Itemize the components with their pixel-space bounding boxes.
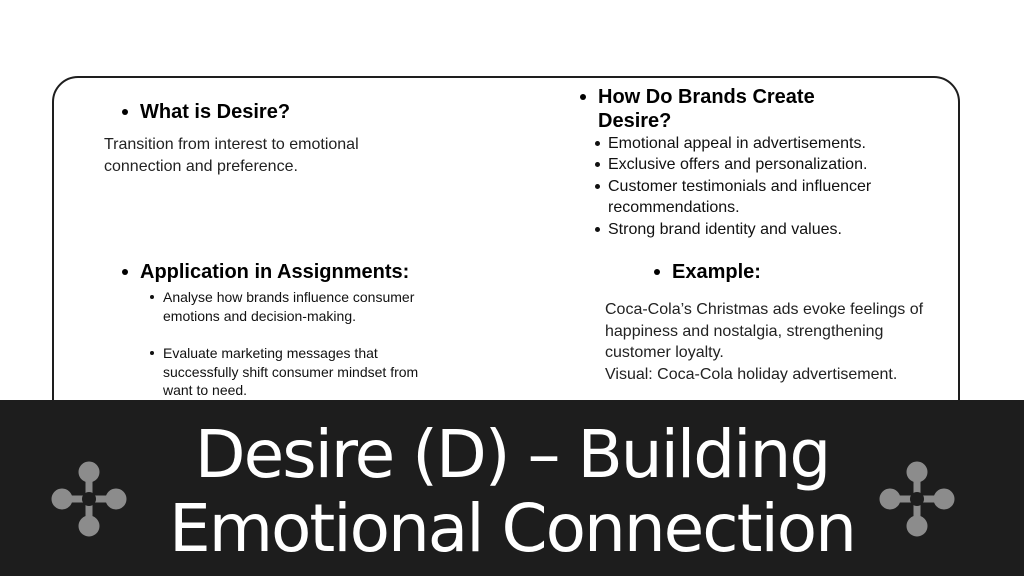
how-brands-list: Emotional appeal in advertisements. Excl… [594, 133, 914, 240]
banner-title: Desire (D) – Building Emotional Connecti… [130, 418, 894, 566]
what-is-desire-heading: What is Desire? [120, 100, 290, 124]
list-item: Emotional appeal in advertisements. [594, 133, 914, 154]
how-brands-create-desire-heading: How Do Brands Create Desire? [578, 85, 858, 133]
banner-title-line-2: Emotional Connection [169, 490, 857, 567]
four-circle-cross-icon [879, 461, 955, 537]
example-text: Coca-Cola’s Christmas ads evoke feelings… [605, 301, 924, 361]
example-heading: Example: [652, 260, 761, 284]
application-list: Analyse how brands influence consumer em… [149, 288, 449, 416]
four-circle-cross-icon [51, 461, 127, 537]
what-is-desire-text: Transition from interest to emotional co… [104, 136, 359, 175]
list-item: Strong brand identity and values. [594, 219, 914, 240]
example-visual-note: Visual: Coca-Cola holiday advertisement. [605, 365, 898, 383]
banner-title-line-1: Desire (D) – Building [194, 416, 831, 493]
list-item: Customer testimonials and influencer rec… [594, 176, 914, 219]
list-item: Exclusive offers and personalization. [594, 154, 914, 175]
example-text-block: Coca-Cola’s Christmas ads evoke feelings… [605, 299, 950, 385]
title-banner: Desire (D) – Building Emotional Connecti… [0, 400, 1024, 576]
list-item: Evaluate marketing messages that success… [149, 344, 449, 400]
list-item: Analyse how brands influence consumer em… [149, 288, 449, 325]
content-card [52, 76, 960, 436]
application-heading: Application in Assignments: [120, 260, 409, 284]
